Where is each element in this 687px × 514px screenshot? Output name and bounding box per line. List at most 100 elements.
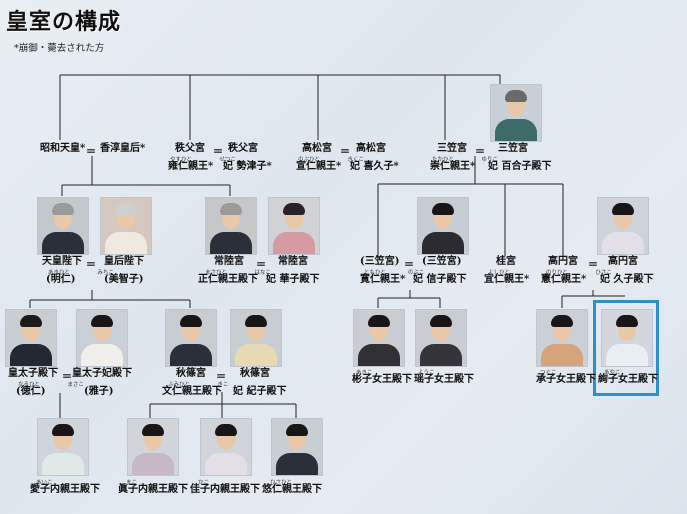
label-hitachi-left: 常陸宮 [214, 256, 244, 267]
label-akishino-left: 秋篠宮 [176, 368, 206, 379]
photo-tsuguko [536, 309, 588, 367]
label-akishino-left-2: 文仁親王殿下 [162, 386, 222, 397]
label-katsura-left-2: 宜仁親王* [484, 274, 530, 285]
photo-hair [180, 315, 202, 327]
furigana-katsura: よしひと [488, 270, 510, 276]
furigana-takamado: のりひと ひさこ [546, 270, 612, 276]
furigana-akiko: あきこ [356, 370, 373, 376]
label-hitachi-right: 常陸宮 [278, 256, 308, 267]
photo-body [273, 232, 315, 254]
label-chichibu-left: 秩父宮 [175, 143, 205, 154]
label-kotaishihi-2: (雅子) [84, 386, 114, 397]
label-chichibu-right: 秩父宮 [228, 143, 258, 154]
photo-hair [220, 203, 242, 215]
equal-sign: ＝ [86, 260, 96, 271]
photo-body [205, 453, 247, 475]
label-mikasa-left-2: 崇仁親王* [430, 161, 476, 172]
photo-hisahito [271, 418, 323, 476]
photo-hair [551, 315, 573, 327]
photo-body [606, 344, 648, 366]
equal-sign: ＝ [86, 147, 96, 158]
label-akishino-right: 秋篠宮 [240, 368, 270, 379]
photo-hisako [597, 197, 649, 255]
photo-body [420, 344, 462, 366]
photo-body [10, 344, 52, 366]
furigana-tomohito: ともひと のぶこ [364, 270, 425, 276]
photo-body [210, 232, 252, 254]
label-yoko: 瑶子女王殿下 [414, 374, 474, 385]
label-tsuguko: 承子女王殿下 [536, 374, 596, 385]
furigana-hisahito: ひさひと [270, 480, 292, 486]
photo-akiko [353, 309, 405, 367]
photo-michiko [100, 197, 152, 255]
photo-hair [142, 424, 164, 436]
label-takamado-left: 高円宮 [548, 256, 578, 267]
label-takamado-right: 高円宮 [608, 256, 638, 267]
furigana-mako: まこ [126, 480, 138, 486]
photo-ayako [601, 309, 653, 367]
photo-hair [368, 315, 390, 327]
furigana-ayako: あやこ [604, 370, 621, 376]
furigana-mikasa: たかひと ゆりこ [432, 157, 498, 163]
photo-body [235, 344, 277, 366]
furigana-aiko: あいこ [36, 480, 53, 486]
label-kotaishihi: 皇太子妃殿下 [72, 368, 132, 379]
photo-hair [505, 90, 527, 102]
label-katsura-left: 桂宮 [496, 256, 516, 267]
furigana-kotaishi: なるひと まさこ [18, 382, 84, 388]
photo-body [541, 344, 583, 366]
photo-body [422, 232, 464, 254]
page-note: *崩御・薨去された方 [14, 43, 105, 54]
photo-mako [127, 418, 179, 476]
label-showa: 昭和天皇* [40, 143, 86, 154]
label-chichibu-left-2: 雍仁親王* [168, 161, 214, 172]
photo-body [132, 453, 174, 475]
photo-hair [283, 203, 305, 215]
photo-masako [76, 309, 128, 367]
photo-kiko [230, 309, 282, 367]
photo-hair [245, 315, 267, 327]
furigana-tsuguko: つぐこ [540, 370, 557, 376]
label-takamatsu-left-2: 宣仁親王* [296, 161, 342, 172]
label-kogo-2: (美智子) [104, 274, 144, 285]
photo-akihito [37, 197, 89, 255]
photo-body [42, 232, 84, 254]
photo-body [81, 344, 123, 366]
label-chichibu-right-2: 妃 勢津子* [223, 161, 272, 172]
label-mako: 眞子内親王殿下 [118, 484, 188, 495]
label-aiko: 愛子内親王殿下 [30, 484, 100, 495]
label-hitachi-right-2: 妃 華子殿下 [266, 274, 320, 285]
label-takamatsu-right: 高松宮 [356, 143, 386, 154]
label-kogo: 皇后陛下 [104, 256, 144, 267]
furigana-tenno: あきひと みちこ [48, 270, 114, 276]
label-kako: 佳子内親王殿下 [190, 484, 260, 495]
photo-hair [91, 315, 113, 327]
label-takamado-left-2: 憲仁親王* [541, 274, 587, 285]
selected-person-highlight [593, 300, 659, 396]
photo-hair [52, 424, 74, 436]
label-takamatsu-left: 高松宮 [302, 143, 332, 154]
photo-body [170, 344, 212, 366]
label-tomohito-left-2: 寛仁親王* [360, 274, 406, 285]
photo-body [105, 232, 147, 254]
photo-nobuko [417, 197, 469, 255]
label-nobuko-right-2: 妃 信子殿下 [413, 274, 467, 285]
equal-sign: ＝ [213, 147, 223, 158]
label-tenno-2: (明仁) [46, 274, 76, 285]
photo-hair [612, 203, 634, 215]
photo-body [276, 453, 318, 475]
label-tomohito-left: (三笠宮) [360, 256, 400, 267]
label-kotaishi: 皇太子殿下 [8, 368, 58, 379]
label-akishino-right-2: 妃 紀子殿下 [233, 386, 287, 397]
photo-naruhito [5, 309, 57, 367]
equal-sign: ＝ [216, 372, 226, 383]
furigana-chichibu: やすひと せつこ [170, 157, 236, 163]
furigana-yoko: ようこ [418, 370, 435, 376]
photo-yoko [415, 309, 467, 367]
label-ayako: 絢子女王殿下 [598, 374, 658, 385]
photo-body [358, 344, 400, 366]
photo-hair [430, 315, 452, 327]
photo-hair [215, 424, 237, 436]
label-takamado-right-2: 妃 久子殿下 [600, 274, 654, 285]
